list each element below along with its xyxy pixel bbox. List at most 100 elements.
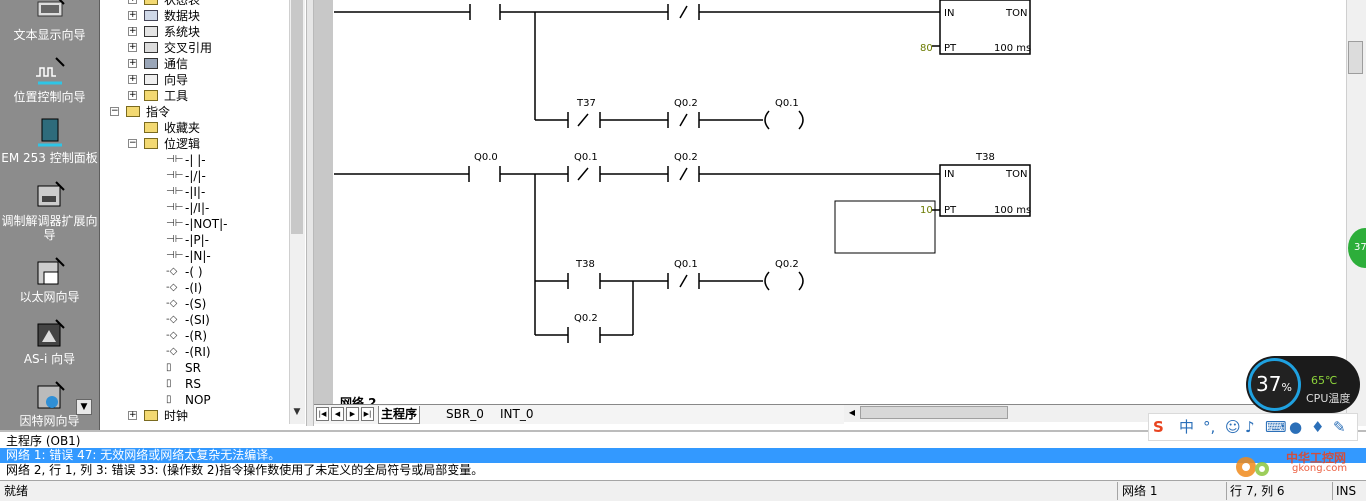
program-tab-bar: |◀ ◀ ▶ ▶| 主程序 SBR_0 INT_0: [314, 404, 844, 424]
floating-ball-widget[interactable]: 37: [1348, 228, 1366, 268]
nav-item-asi-wizard[interactable]: AS-i 向导: [0, 318, 99, 366]
contact-icon: ⊣⊢: [166, 186, 184, 197]
gkong-watermark: 中华工控网 gkong.com: [1232, 447, 1362, 483]
tab-prev-button[interactable]: ◀: [331, 407, 344, 421]
data-block-icon: [144, 10, 158, 21]
tab-sbr0[interactable]: SBR_0: [446, 407, 484, 421]
tab-first-button[interactable]: |◀: [316, 407, 329, 421]
tree-scrollbar-thumb[interactable]: [291, 0, 303, 234]
timer2-pt-label: PT: [944, 205, 957, 216]
status-table-icon: [144, 0, 158, 5]
wizard-icon: [144, 74, 158, 85]
status-position: 行 7, 列 6: [1230, 484, 1285, 498]
nav-item-text-display-wizard[interactable]: 文本显示向导: [0, 0, 99, 42]
cpu-temperature-label: CPU温度: [1306, 392, 1351, 405]
nav-item-internet-wizard[interactable]: 因特网向导: [0, 380, 99, 428]
tab-last-button[interactable]: ▶|: [361, 407, 374, 421]
sogou-logo-icon[interactable]: S: [1153, 418, 1164, 436]
editor-scrollbar-thumb[interactable]: [1348, 41, 1363, 74]
contact-q02b-label: Q0.2: [674, 152, 698, 163]
expand-icon[interactable]: +: [128, 58, 137, 68]
timer2-name-label: T38: [975, 152, 995, 163]
expand-icon[interactable]: +: [128, 90, 137, 100]
box-icon: ▯: [166, 394, 172, 405]
editor-gutter: [314, 0, 333, 406]
collapse-icon[interactable]: −: [110, 106, 119, 116]
emoji-icon[interactable]: ☺: [1225, 418, 1241, 436]
skin-icon[interactable]: ♦: [1311, 418, 1325, 436]
tools-icon: [144, 90, 158, 101]
communication-icon: [144, 58, 158, 69]
nav-item-em253-control-panel[interactable]: EM 253 控制面板: [0, 117, 99, 165]
wizard-navigation-bar: 文本显示向导 位置控制向导 EM 253 控制面板 调制解调器扩展向导 以太网向…: [0, 0, 100, 430]
coil-icon: -◇: [166, 282, 178, 293]
coil-icon: -◇: [166, 266, 178, 277]
output-line-error-1[interactable]: 网络 1: 错误 47: 无效网络或网络太复杂无法编译。: [6, 448, 281, 462]
editor-vertical-scrollbar[interactable]: [1346, 0, 1366, 426]
ime-toolbar[interactable]: S 中 °, ☺ ♪ ⌨ ● ♦ ✎: [1148, 413, 1358, 441]
timer1-pt-label: PT: [944, 43, 957, 54]
collapse-icon[interactable]: −: [128, 138, 137, 148]
timer1-base-label: 100 ms: [994, 43, 1031, 54]
expand-icon[interactable]: +: [128, 410, 137, 420]
tab-next-button[interactable]: ▶: [346, 407, 359, 421]
cpu-temperature: 65℃: [1311, 374, 1338, 387]
hscroll-thumb[interactable]: [860, 406, 1008, 419]
expand-icon[interactable]: +: [128, 0, 137, 4]
ladder-editor[interactable]: IN TON 80 PT 100 ms T37 Q0.2 Q0.1 Q0.0 Q…: [314, 0, 1346, 406]
status-insert-mode: INS: [1336, 484, 1357, 498]
punctuation-icon[interactable]: °,: [1203, 418, 1216, 436]
status-network: 网络 1: [1122, 484, 1158, 498]
selected-output-row: [0, 448, 1366, 463]
output-line-error-2[interactable]: 网络 2, 行 1, 列 3: 错误 33: (操作数 2)指令操作数使用了未定…: [6, 463, 484, 477]
position-control-wizard-icon: [35, 57, 65, 85]
ethernet-wizard-icon: [37, 257, 65, 285]
instructions-folder-icon: [126, 106, 140, 117]
cross-reference-icon: [144, 42, 158, 53]
ladder-diagram: IN TON 80 PT 100 ms T37 Q0.2 Q0.1 Q0.0 Q…: [334, 0, 1031, 343]
nav-item-position-control-wizard[interactable]: 位置控制向导: [0, 56, 99, 104]
box-icon: ▯: [166, 378, 172, 389]
expand-icon[interactable]: +: [128, 74, 137, 84]
contact-t38-label: T38: [575, 259, 595, 270]
ime-language-indicator[interactable]: 中: [1179, 418, 1195, 436]
nav-item-modem-wizard[interactable]: 调制解调器扩展向导: [0, 180, 99, 242]
keyboard-icon[interactable]: ⌨: [1265, 418, 1287, 436]
hscroll-left-arrow[interactable]: ◀: [848, 408, 856, 417]
timer1-in-label: IN: [944, 8, 954, 19]
nav-scroll-down-button[interactable]: ▼: [76, 399, 92, 415]
coil-icon: -◇: [166, 330, 178, 341]
text-display-wizard-icon: [37, 0, 65, 17]
contact-q02-label: Q0.2: [674, 98, 698, 109]
timer2-base-label: 100 ms: [994, 205, 1031, 216]
timer2-pt-value[interactable]: 10: [920, 205, 933, 216]
gear-logo-icon: [1236, 457, 1269, 477]
contact-t37-label: T37: [576, 98, 596, 109]
timer2-type-label: TON: [1005, 169, 1027, 180]
coil-icon: -◇: [166, 346, 178, 357]
modem-wizard-icon: [37, 181, 65, 207]
contact-q01-label: Q0.1: [574, 152, 598, 163]
tab-main-program[interactable]: 主程序: [378, 406, 421, 424]
em253-panel-icon: [37, 118, 62, 147]
expand-icon[interactable]: +: [128, 10, 137, 20]
user-icon[interactable]: ●: [1289, 418, 1303, 436]
expand-icon[interactable]: +: [128, 26, 137, 36]
settings-wrench-icon[interactable]: ✎: [1333, 418, 1346, 436]
internet-wizard-icon: [37, 381, 65, 409]
tab-int0[interactable]: INT_0: [500, 407, 534, 421]
tree-scroll-down-arrow[interactable]: ▼: [293, 407, 301, 417]
output-line-header[interactable]: 主程序 (OB1): [6, 434, 81, 448]
coil-q01-label: Q0.1: [775, 98, 799, 109]
status-separator: [1226, 482, 1227, 500]
status-separator: [1332, 482, 1333, 500]
timer2-in-label: IN: [944, 169, 954, 180]
voice-icon[interactable]: ♪: [1245, 418, 1255, 436]
bit-logic-folder-icon: [144, 138, 158, 149]
status-ready: 就绪: [4, 484, 29, 498]
nav-item-ethernet-wizard[interactable]: 以太网向导: [0, 256, 99, 304]
pane-splitter[interactable]: [306, 0, 314, 426]
status-separator: [1117, 482, 1118, 500]
timer1-pt-value[interactable]: 80: [920, 43, 933, 54]
expand-icon[interactable]: +: [128, 42, 137, 52]
